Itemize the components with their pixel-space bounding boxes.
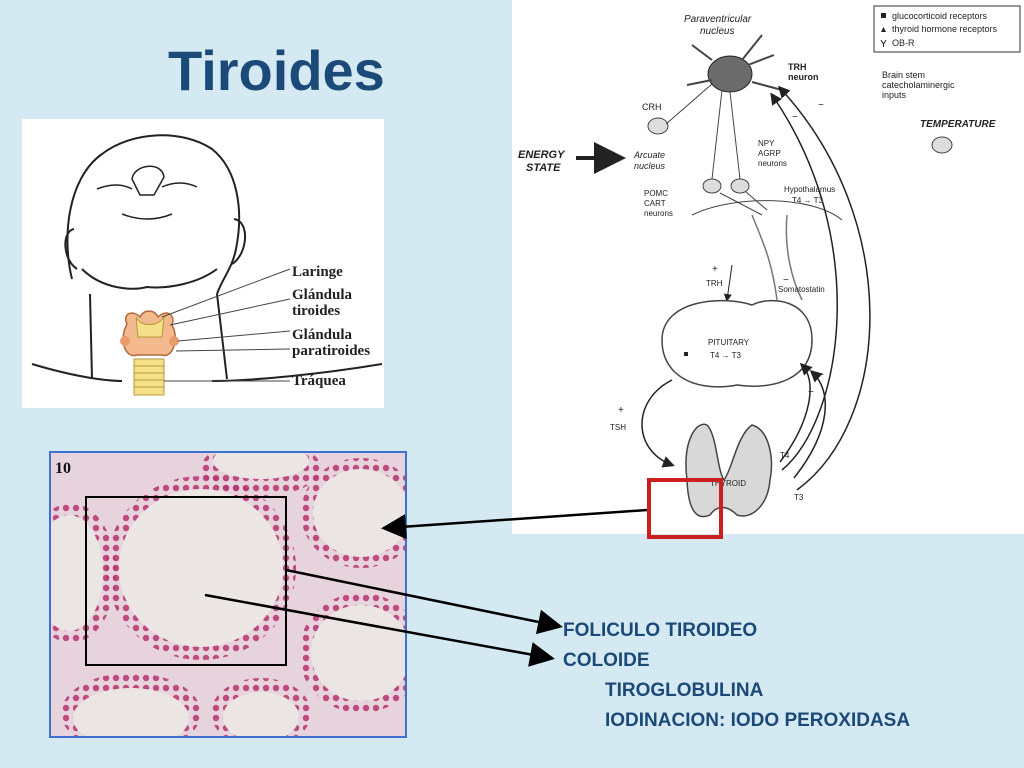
label-tiroglobulina: TIROGLOBULINA xyxy=(605,680,764,701)
feedback-arrow-1 xyxy=(770,92,838,471)
feedback-minus-2: − xyxy=(792,112,798,123)
figure-number: 10 xyxy=(55,460,71,477)
label-iodinacion: IODINACION: IODO PEROXIDASA xyxy=(605,710,911,731)
label-arcuate-1: Arcuate xyxy=(633,150,665,160)
slide-title: Tiroides xyxy=(168,39,385,102)
label-arcuate-2: nucleus xyxy=(634,161,666,171)
label-energy-2: STATE xyxy=(526,162,561,174)
label-paratiroides-line2: paratiroides xyxy=(292,343,370,359)
somatostatin-minus: − xyxy=(783,275,789,286)
label-tiroides-line2: tiroides xyxy=(292,303,340,319)
label-paratiroides-line1: Glándula xyxy=(292,327,353,343)
larynx-shape xyxy=(135,316,165,338)
trh-plus: + xyxy=(712,264,718,275)
right-ear xyxy=(231,218,247,265)
neck-anatomy-figure: Laringe Glándula tiroides Glándula parat… xyxy=(22,119,384,408)
label-pomc-1: POMC xyxy=(644,189,668,198)
label-trh-neuron-1: TRH xyxy=(788,62,807,72)
right-eye xyxy=(161,182,198,188)
label-pomc-2: CART xyxy=(644,199,666,208)
tsh-arrow xyxy=(641,379,675,468)
arcuate-projections xyxy=(711,89,768,216)
trachea-shape xyxy=(133,358,165,396)
temperature-neuron xyxy=(931,136,953,154)
feedback-arrow-2 xyxy=(777,85,871,491)
label-crh: CRH xyxy=(642,102,662,112)
pituitary-receptor-icon xyxy=(684,352,688,356)
label-npy-1: NPY xyxy=(758,139,775,148)
label-brainstem-1: Brain stem xyxy=(882,70,925,80)
label-traquea: Tráquea xyxy=(292,373,346,389)
label-trh-neuron-2: neuron xyxy=(788,72,819,82)
feedback-minus-1: − xyxy=(818,100,824,111)
legend-thyroid-hormone: thyroid hormone receptors xyxy=(892,24,998,34)
label-brainstem-2: catecholaminergic xyxy=(882,80,955,90)
left-ear xyxy=(64,228,78,270)
nose xyxy=(131,165,165,196)
pituitary-stalk xyxy=(751,214,803,301)
pituitary-shape xyxy=(661,299,813,388)
left-eye xyxy=(96,184,133,190)
label-hypothalamus: Hypothalamus xyxy=(784,185,835,194)
feedback-minus-4: − xyxy=(808,387,814,398)
head-outline xyxy=(66,134,241,295)
label-tiroides-line1: Glándula xyxy=(292,287,353,303)
trachea-rings xyxy=(134,365,164,388)
label-hypothalamus-t4t3: T4 → T3 xyxy=(792,196,824,205)
trh-neuron-body xyxy=(707,55,753,93)
neck-outline xyxy=(89,293,228,380)
label-pomc-3: neurons xyxy=(644,209,673,218)
label-npy-3: neurons xyxy=(758,159,787,168)
trh-neuron-dendrites xyxy=(686,34,783,91)
tsh-plus: + xyxy=(618,405,624,416)
label-coloide: COLOIDE xyxy=(563,650,650,671)
label-energy-1: ENERGY xyxy=(518,149,566,161)
label-pituitary-t4t3: T4 → T3 xyxy=(710,351,742,360)
legend-receptor-icon xyxy=(880,39,887,47)
legend-square-icon xyxy=(881,13,886,18)
legend-box xyxy=(873,5,1021,53)
label-foliculo: FOLICULO TIROIDEO xyxy=(563,620,758,641)
label-thyroid: THYROID xyxy=(710,479,746,488)
feedback-minus-3: − xyxy=(818,370,824,381)
legend-obr: OB-R xyxy=(892,38,915,48)
label-somatostatin: Somatostatin xyxy=(778,285,825,294)
npy-neuron xyxy=(730,178,750,194)
crh-neuron xyxy=(647,117,669,135)
label-laringe: Laringe xyxy=(292,264,343,280)
parathyroid-right xyxy=(169,336,179,346)
legend-glucocorticoid: glucocorticoid receptors xyxy=(892,11,988,21)
label-pituitary: PITUITARY xyxy=(708,338,750,347)
hpt-axis-drawing: glucocorticoid receptors thyroid hormone… xyxy=(518,5,1021,518)
label-tsh: TSH xyxy=(610,423,626,432)
thyroid-shape xyxy=(685,423,773,518)
pomc-neuron xyxy=(702,178,722,194)
histology-micrograph: 10 xyxy=(49,451,407,738)
leader-lines xyxy=(161,268,291,382)
feedback-arrow-4 xyxy=(793,369,827,479)
neck-anatomy-drawing: Laringe Glándula tiroides Glándula parat… xyxy=(31,134,383,396)
histology-image: 10 xyxy=(51,453,405,736)
label-npy-2: AGRP xyxy=(758,149,781,158)
mouth xyxy=(121,213,173,220)
main-follicle-colloid xyxy=(119,489,283,647)
label-trh: TRH xyxy=(706,279,723,288)
label-temperature: TEMPERATURE xyxy=(920,119,996,130)
hpt-axis-diagram: glucocorticoid receptors thyroid hormone… xyxy=(512,0,1024,534)
label-paraventricular-1: Paraventricular xyxy=(684,14,752,25)
parathyroid-left xyxy=(120,336,130,346)
label-paraventricular-2: nucleus xyxy=(700,26,734,37)
median-eminence xyxy=(691,200,843,221)
jaw-line xyxy=(81,268,218,290)
follicle-labels: FOLICULO TIROIDEO COLOIDE TIROGLOBULINA … xyxy=(563,616,910,736)
feedback-arrow-3 xyxy=(779,362,813,463)
label-t3: T3 xyxy=(794,493,804,502)
legend-triangle-icon xyxy=(881,27,886,32)
label-brainstem-3: inputs xyxy=(882,90,907,100)
